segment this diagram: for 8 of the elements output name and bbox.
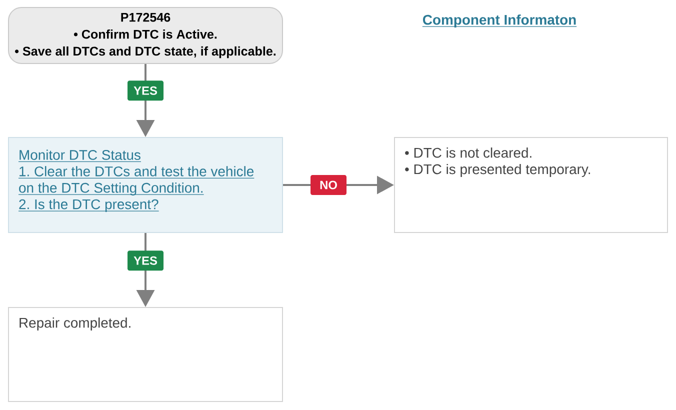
step-box: Monitor DTC Status 1. Clear the DTCs and test the vehicle on the DTC Setting Condition. 2. Is the DTC present?	[8, 137, 283, 233]
result-box: • DTC is not cleared. • DTC is presented temporary.	[394, 137, 668, 233]
result-box: Repair completed.	[8, 307, 283, 402]
link: Component Informaton	[422, 14, 577, 28]
edge-label: YES	[128, 250, 164, 271]
start-box: P172546 • Confirm DTC is Active. • Save all DTCs and DTC state, if applicable.	[8, 7, 283, 64]
edge-label: NO	[310, 175, 347, 195]
edge-label: YES	[128, 80, 164, 101]
